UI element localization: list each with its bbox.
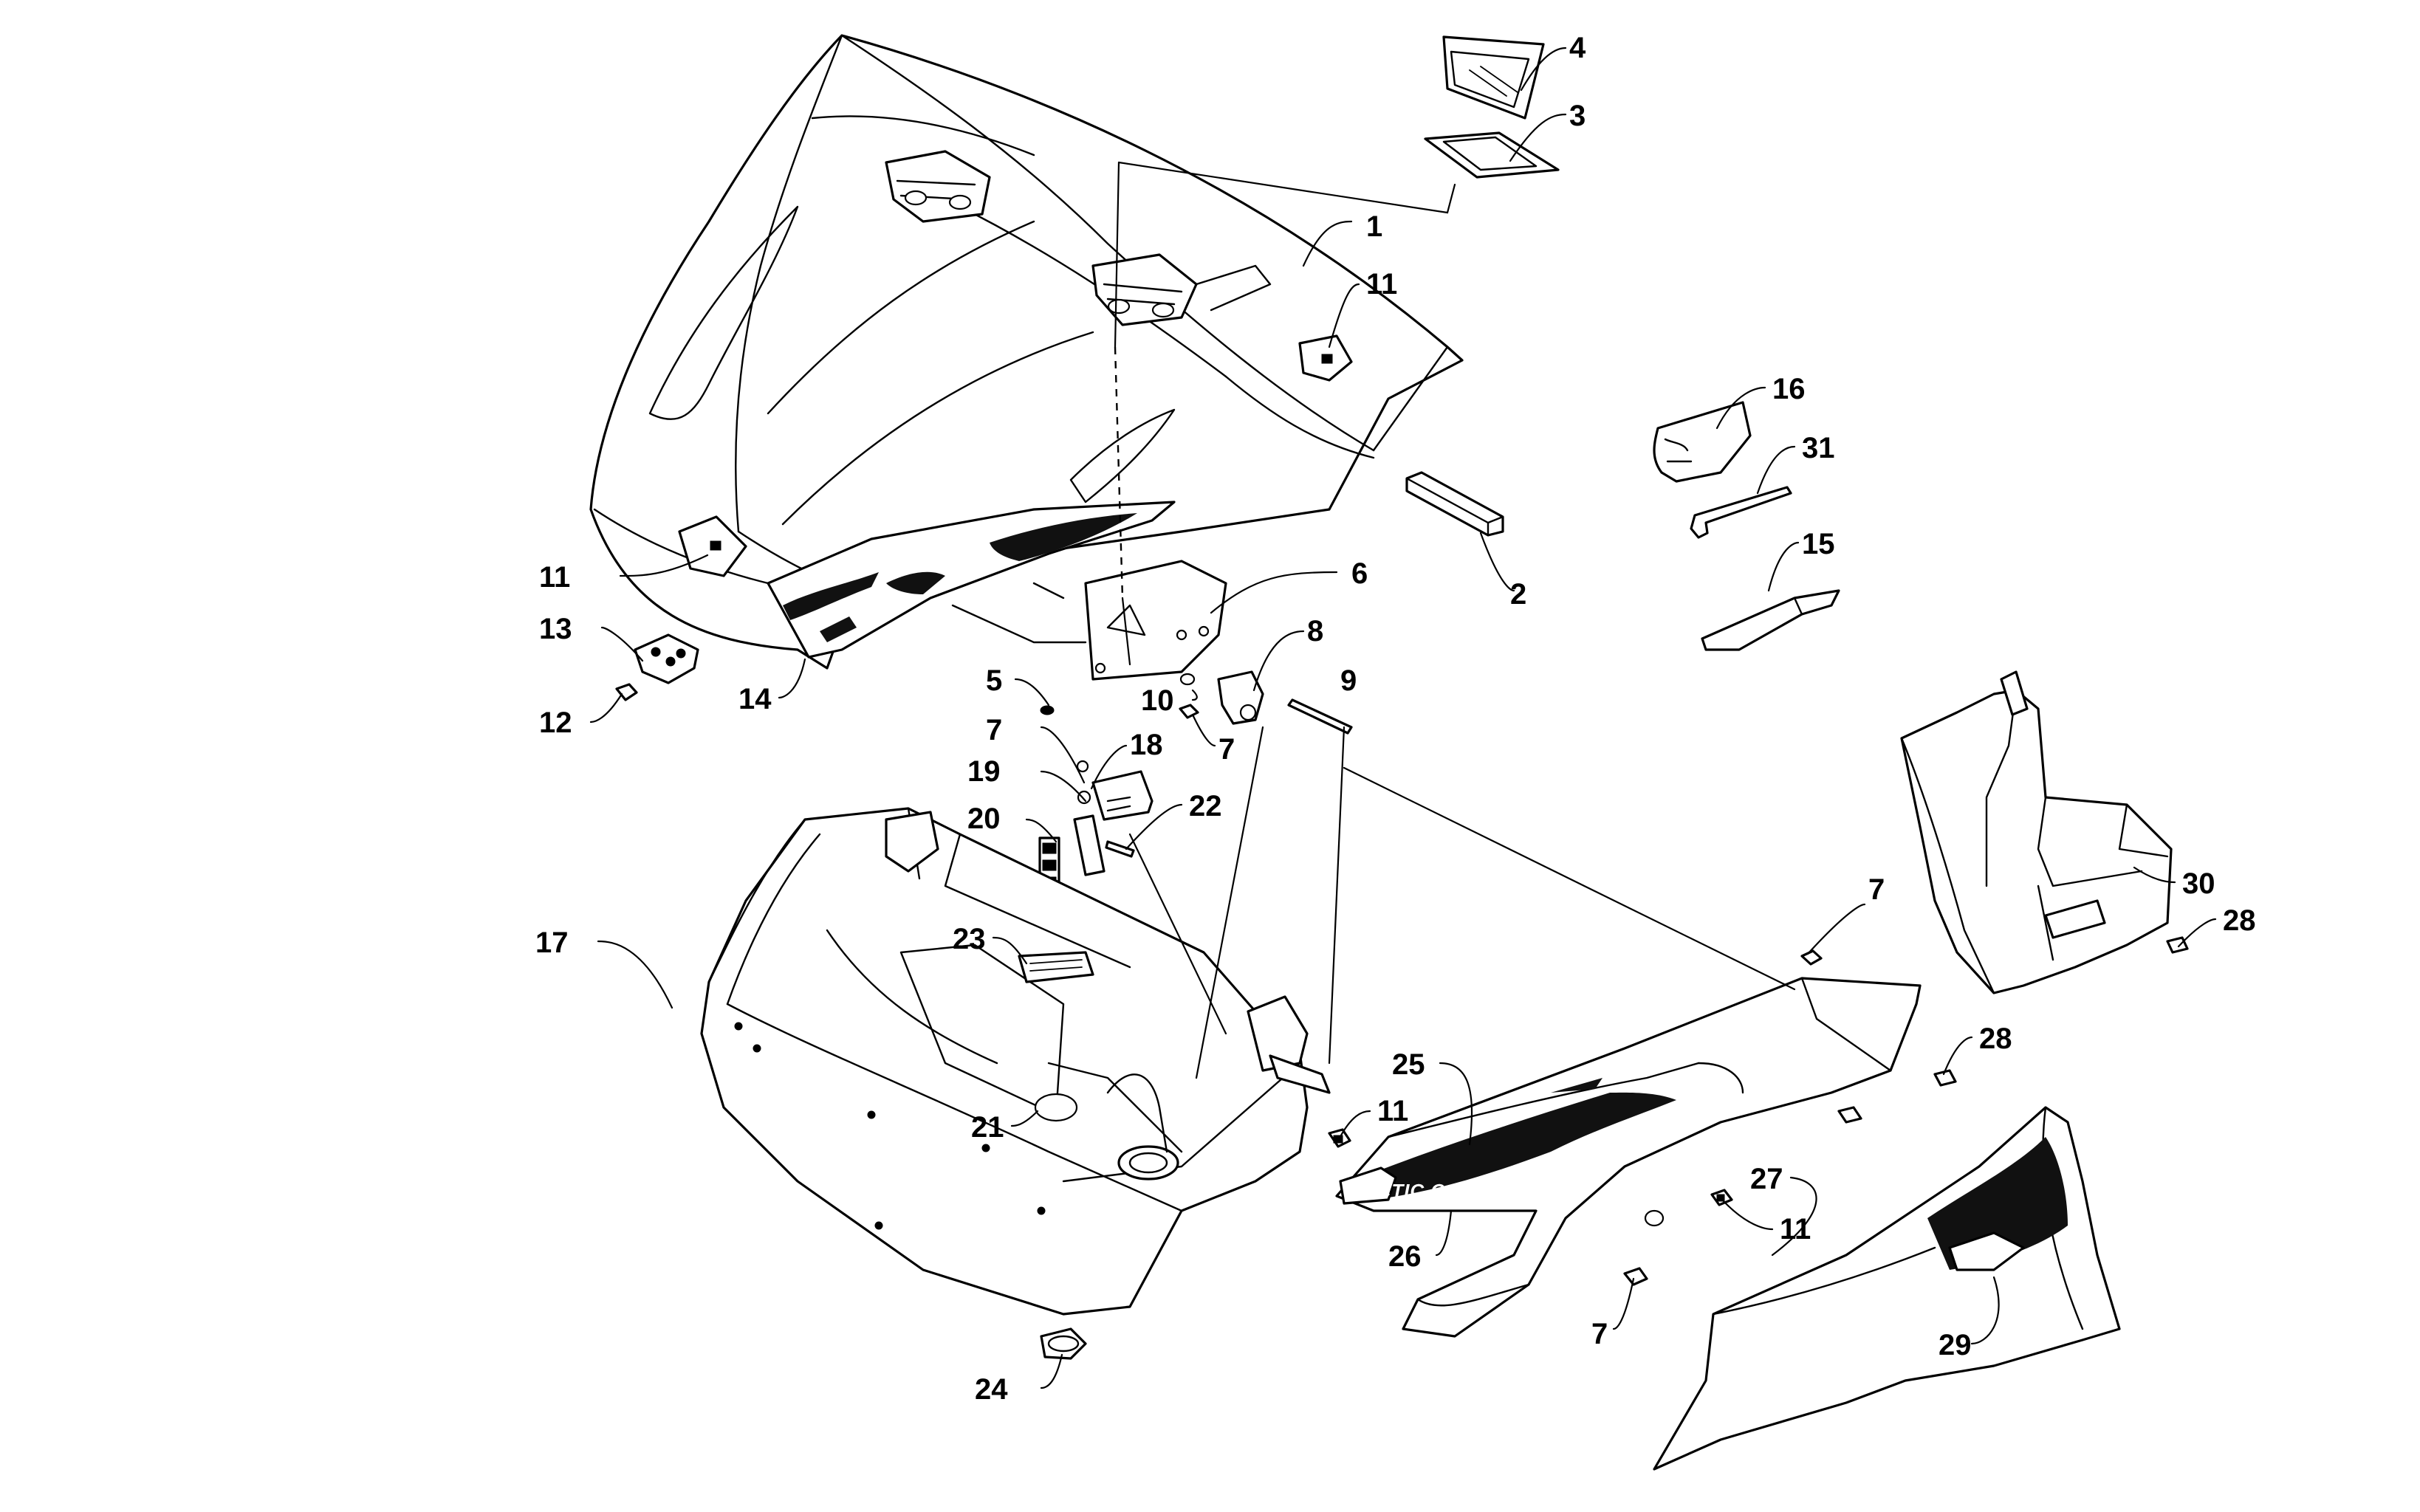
- fastener-10-part: [1179, 673, 1196, 686]
- callout-18: 18: [1130, 729, 1163, 761]
- callout-28-a: 28: [1979, 1023, 2012, 1055]
- fastener-7-top-part: [1179, 704, 1199, 719]
- bracket-18-part: [1091, 770, 1154, 821]
- fastener-28-mid-part: [1933, 1069, 1957, 1087]
- label-15-part: [1701, 589, 1840, 651]
- bracket-16-part: [1653, 401, 1752, 483]
- callout-7-c: 7: [1868, 873, 1885, 906]
- bar-part: [1405, 471, 1504, 537]
- callout-31: 31: [1802, 432, 1835, 464]
- callout-22: 22: [1189, 790, 1222, 822]
- callout-3: 3: [1569, 100, 1586, 132]
- plate-13-part: [634, 633, 699, 684]
- callout-28-b: 28: [2223, 904, 2256, 937]
- callout-20: 20: [967, 803, 1001, 835]
- fastener-11-right-part: [1710, 1189, 1733, 1206]
- fastener-5-part: [1040, 705, 1055, 715]
- storage-bin-part: [700, 807, 1331, 1360]
- vent-cover-part: [1442, 35, 1545, 120]
- callout-13: 13: [539, 613, 572, 645]
- callout-15: 15: [1802, 528, 1835, 560]
- callout-8: 8: [1307, 615, 1323, 647]
- callout-25: 25: [1392, 1048, 1425, 1081]
- callout-27: 27: [1750, 1163, 1783, 1195]
- callout-21: 21: [971, 1111, 1004, 1144]
- callout-4: 4: [1569, 32, 1586, 64]
- callout-14: 14: [738, 683, 772, 715]
- callout-16: 16: [1772, 373, 1806, 405]
- callout-7-b: 7: [1218, 733, 1235, 766]
- tool-31-part: [1690, 486, 1792, 539]
- panel-30-part: [1900, 670, 2189, 994]
- pin-9-part: [1287, 698, 1353, 735]
- callout-24: 24: [975, 1373, 1008, 1406]
- callout-11-c: 11: [1377, 1095, 1408, 1127]
- callout-11-b: 11: [539, 561, 570, 594]
- callout-6: 6: [1351, 557, 1368, 590]
- callout-23: 23: [953, 923, 986, 955]
- gasket-part: [1424, 131, 1560, 179]
- bracket-8-part: [1217, 670, 1264, 725]
- callout-17: 17: [535, 927, 569, 959]
- hood-part: [589, 34, 1464, 681]
- side-panel-25-part: ARCTIC CAT: [1335, 949, 1922, 1338]
- callout-11-a: 11: [1366, 268, 1397, 300]
- fastener-7-mid-part: [1076, 760, 1091, 805]
- screw-12-part: [615, 683, 638, 701]
- callout-10: 10: [1141, 684, 1174, 717]
- callout-11-d: 11: [1780, 1213, 1811, 1245]
- callout-1: 1: [1366, 210, 1382, 243]
- callout-26: 26: [1388, 1240, 1422, 1273]
- callout-5: 5: [986, 664, 1002, 697]
- callout-9: 9: [1340, 664, 1357, 697]
- callout-leaders: [589, 47, 2217, 1389]
- callout-19: 19: [967, 755, 1001, 788]
- screw-22-part: [1105, 840, 1135, 858]
- callout-30: 30: [2182, 867, 2215, 900]
- side-panel-29-part: [1653, 1106, 2121, 1471]
- callout-2: 2: [1510, 578, 1526, 611]
- callout-29: 29: [1939, 1329, 1972, 1361]
- callout-7-a: 7: [986, 714, 1002, 746]
- arctic-cat-logo-text: ARCTIC CAT: [1347, 1180, 1472, 1202]
- callout-12: 12: [539, 707, 572, 739]
- assembly-lines: [1114, 161, 1796, 1079]
- callout-labels: 1 2 3 4 5 6 7 7 7 7 8 9 10 11 11 11 11 1…: [535, 32, 2256, 1406]
- callout-7-d: 7: [1591, 1318, 1608, 1350]
